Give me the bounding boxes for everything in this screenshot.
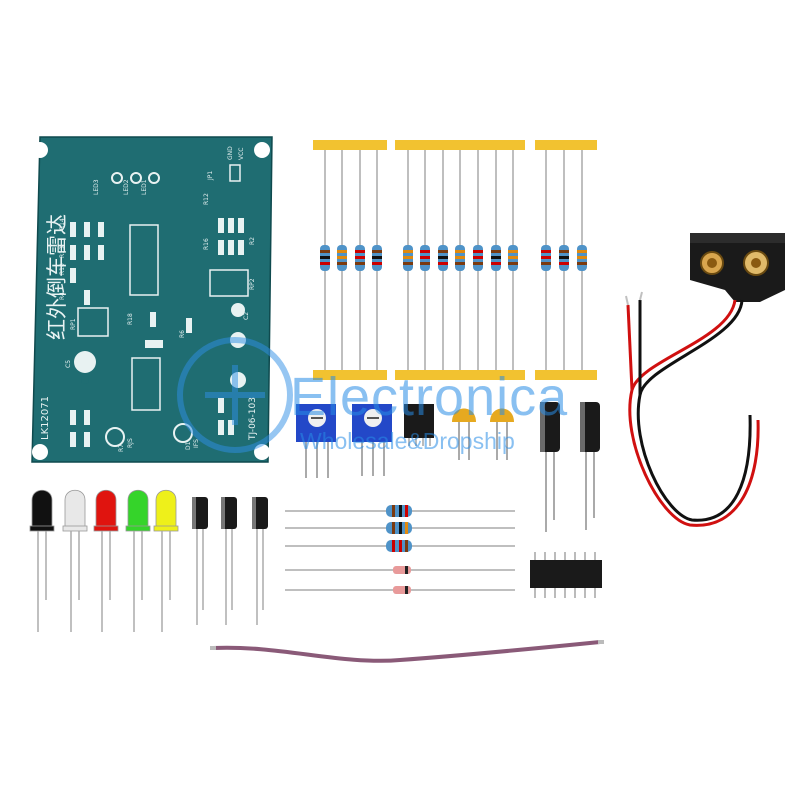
black-led (29, 489, 55, 632)
svg-text:R7: R7 (118, 444, 125, 452)
resistor (541, 150, 551, 370)
ceramic-capacitor (452, 408, 476, 460)
svg-text:R4: R4 (59, 292, 66, 300)
watermark-logo-icon (177, 337, 293, 453)
ceramic-capacitor (490, 408, 514, 460)
ic-outline (131, 357, 161, 411)
dip8-ic (404, 404, 434, 446)
pcb-board: 红外倒车雷达 LK12071 TJ-06-103 (31, 136, 273, 463)
resistor (320, 150, 330, 370)
pcb-date-code: TJ-06-103 (248, 397, 258, 441)
diode (285, 586, 515, 594)
pot-outline (77, 307, 109, 337)
electrolytic-capacitor-small (221, 497, 237, 625)
led-outline (111, 172, 123, 184)
trimmer-pot (352, 404, 392, 476)
cap-outline (231, 303, 245, 317)
led-outline (130, 172, 142, 184)
svg-text:VCC: VCC (238, 148, 245, 160)
horizontal-resistor (285, 522, 515, 534)
green-led (125, 489, 151, 632)
ic-outline (209, 269, 249, 297)
led-outline (148, 172, 160, 184)
svg-text:R16: R16 (203, 238, 210, 250)
led-outline (105, 427, 125, 447)
trimmer-pot (296, 404, 336, 478)
svg-text:C5: C5 (65, 360, 72, 368)
svg-text:LED2: LED2 (123, 179, 130, 195)
resistor (438, 150, 448, 370)
svg-text:R18: R18 (127, 313, 134, 325)
svg-text:C2: C2 (243, 312, 250, 320)
svg-text:R2: R2 (249, 237, 256, 245)
svg-text:GND: GND (227, 146, 234, 160)
ic-outline (129, 224, 159, 296)
resistor-tape-group-3 (535, 140, 597, 380)
pcb-title: 红外倒车雷达 (45, 214, 69, 340)
jumper-wire (210, 640, 604, 663)
electrolytic-capacitor-large (580, 402, 600, 530)
cap-outline (74, 351, 96, 373)
battery-clip (625, 233, 785, 527)
svg-text:LED3: LED3 (93, 179, 100, 195)
svg-text:R13: R13 (59, 246, 66, 258)
mount-hole (32, 142, 48, 158)
resistor-tape-group-2 (395, 140, 525, 380)
svg-text:R10: R10 (59, 263, 66, 275)
svg-text:RJS: RJS (127, 438, 134, 448)
yellow-led (153, 489, 179, 632)
svg-text:R12: R12 (203, 193, 210, 205)
horizontal-resistor (285, 540, 515, 552)
resistor (559, 150, 569, 370)
resistor (337, 150, 347, 370)
mount-hole (254, 142, 270, 158)
mount-hole (32, 444, 48, 460)
resistor (577, 150, 587, 370)
red-led (93, 489, 119, 632)
svg-text:D1: D1 (185, 441, 192, 450)
svg-text:R6: R6 (179, 330, 186, 338)
clear-led (62, 489, 88, 632)
svg-text:RP1: RP1 (70, 318, 77, 330)
diode (285, 566, 515, 574)
cap-outline (81, 376, 89, 384)
svg-text:RP2: RP2 (249, 278, 256, 290)
electrolytic-capacitor-small (192, 497, 208, 625)
pcb-model: LK12071 (40, 396, 51, 440)
resistor (455, 150, 465, 370)
svg-text:R14: R14 (59, 218, 66, 230)
resistor (508, 150, 518, 370)
svg-text:JP1: JP1 (207, 171, 214, 181)
resistor-array (320, 150, 587, 370)
resistor (473, 150, 483, 370)
resistor (420, 150, 430, 370)
resistor (372, 150, 382, 370)
electrolytic-capacitor-small (252, 497, 268, 625)
resistor (403, 150, 413, 370)
svg-text:IFS: IFS (193, 439, 200, 448)
svg-text:LED1: LED1 (141, 179, 148, 195)
electrolytic-capacitor-large (540, 402, 560, 532)
led-group (29, 489, 179, 632)
resistor (355, 150, 365, 370)
horizontal-resistor (285, 505, 515, 517)
resistor-tape-group-1 (313, 140, 387, 380)
resistor (491, 150, 501, 370)
dip14-ic (530, 552, 602, 598)
